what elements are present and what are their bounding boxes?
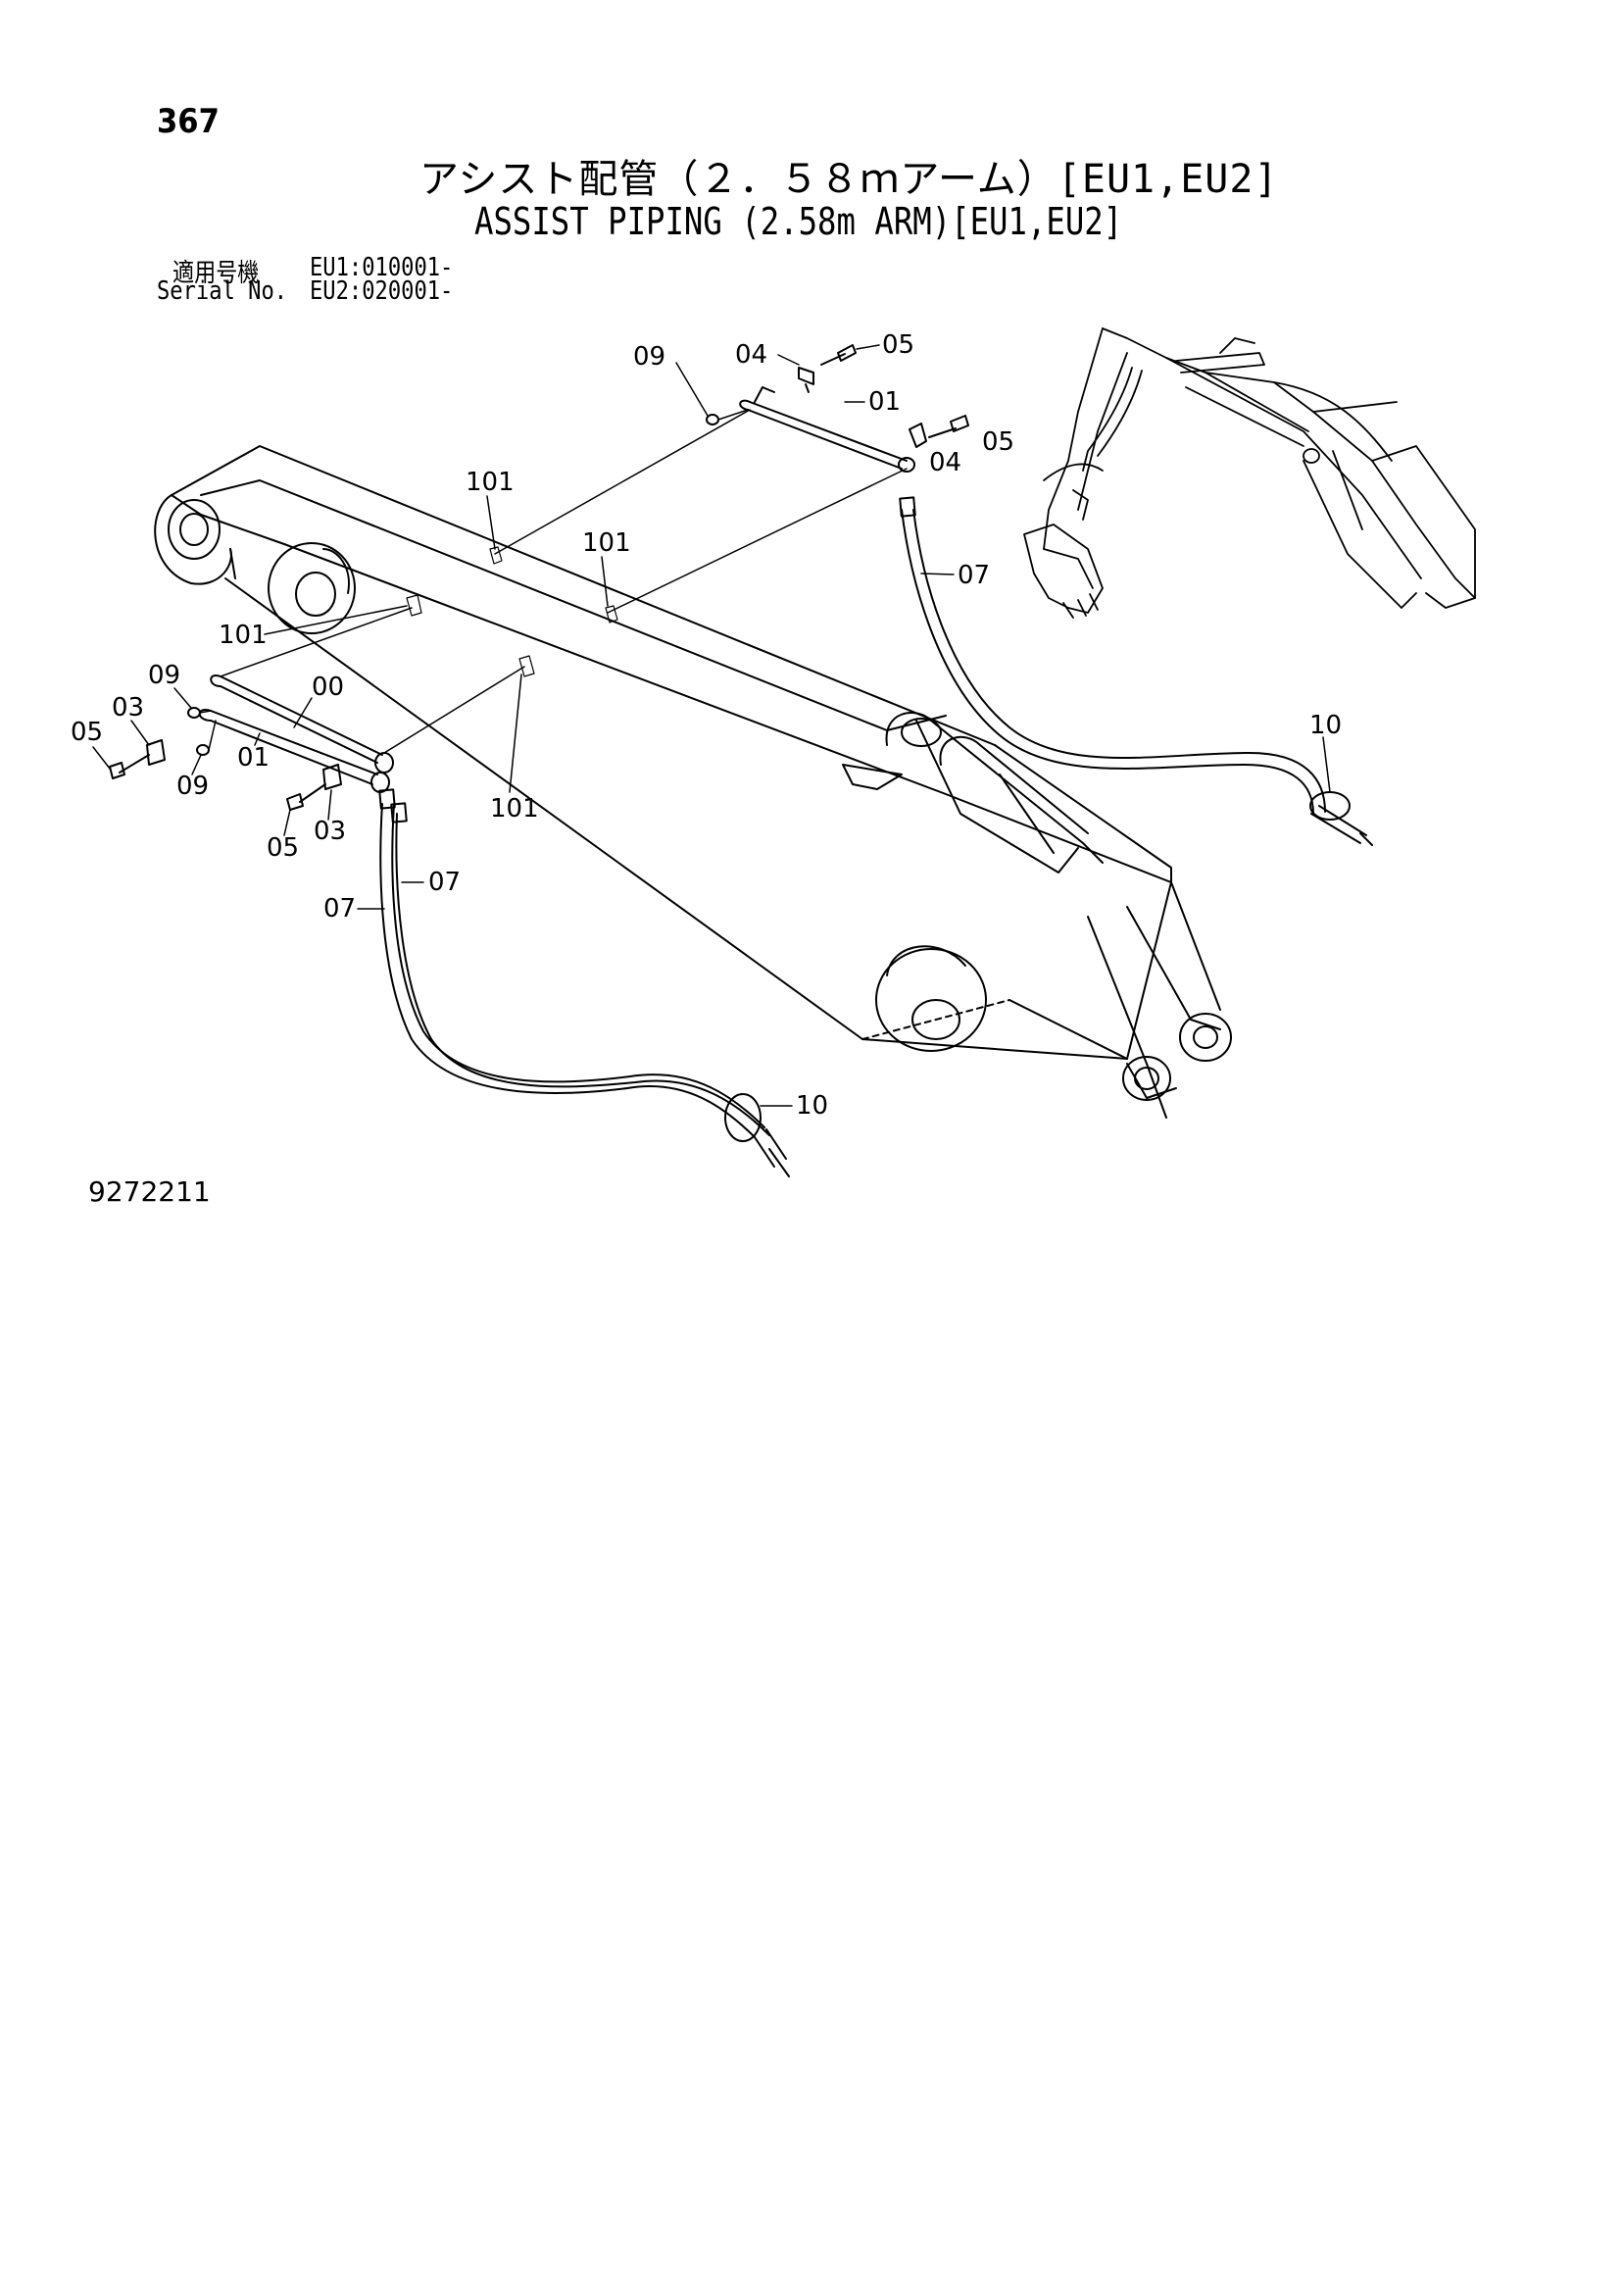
arm-body bbox=[154, 445, 1232, 1119]
serial-label-japanese: 適用号機 bbox=[172, 259, 260, 288]
callout-01-top: 01 bbox=[868, 387, 901, 417]
callout-04-top: 04 bbox=[735, 340, 767, 370]
upper-leader-lines bbox=[489, 409, 908, 624]
callout-05-left: 05 bbox=[71, 718, 103, 747]
left-hoses bbox=[378, 788, 790, 1177]
callout-03-bottom: 03 bbox=[314, 817, 346, 846]
callout-09-top: 09 bbox=[633, 342, 665, 372]
callout-101-d: 101 bbox=[490, 794, 539, 824]
lower-leader-lines bbox=[220, 594, 535, 754]
callout-05-right: 05 bbox=[982, 427, 1014, 457]
upper-pipe-assembly bbox=[706, 344, 969, 473]
serial-eu2: EU2:020001- bbox=[310, 276, 454, 306]
callout-07-left-a: 07 bbox=[428, 868, 461, 897]
page-number: 367 bbox=[157, 102, 220, 141]
serial-label-english: Serial No. bbox=[157, 276, 288, 306]
callout-03-left: 03 bbox=[112, 693, 144, 723]
callout-07-right: 07 bbox=[958, 561, 990, 590]
callout-10-right: 10 bbox=[1309, 711, 1342, 740]
callout-09-lower: 09 bbox=[176, 772, 209, 801]
callout-labels: 04 05 09 01 04 05 101 101 07 101 10 09 0… bbox=[71, 330, 1342, 1121]
callout-00: 00 bbox=[312, 673, 344, 702]
callout-101-a: 101 bbox=[466, 468, 515, 497]
callout-10-bottom: 10 bbox=[796, 1091, 828, 1121]
callout-05-bottom: 05 bbox=[267, 833, 299, 863]
drawing-number: 9272211 bbox=[88, 1175, 211, 1208]
callout-07-left-b: 07 bbox=[323, 894, 356, 923]
right-hose bbox=[899, 496, 1373, 846]
callout-05-top: 05 bbox=[882, 330, 914, 360]
callout-101-b: 101 bbox=[582, 528, 631, 558]
inset-excavator-view bbox=[1023, 327, 1476, 619]
title-japanese: アシスト配管（２．５８ｍアーム）[EU1,EU2] bbox=[419, 157, 1279, 202]
callout-101-c: 101 bbox=[219, 621, 268, 650]
serial-eu1: EU1:010001- bbox=[310, 253, 454, 282]
callout-01-left: 01 bbox=[237, 743, 270, 773]
title-english: ASSIST PIPING (2.58m ARM)[EU1,EU2] bbox=[474, 200, 1123, 243]
callout-09-left: 09 bbox=[148, 661, 180, 690]
callout-04-right: 04 bbox=[929, 448, 961, 477]
